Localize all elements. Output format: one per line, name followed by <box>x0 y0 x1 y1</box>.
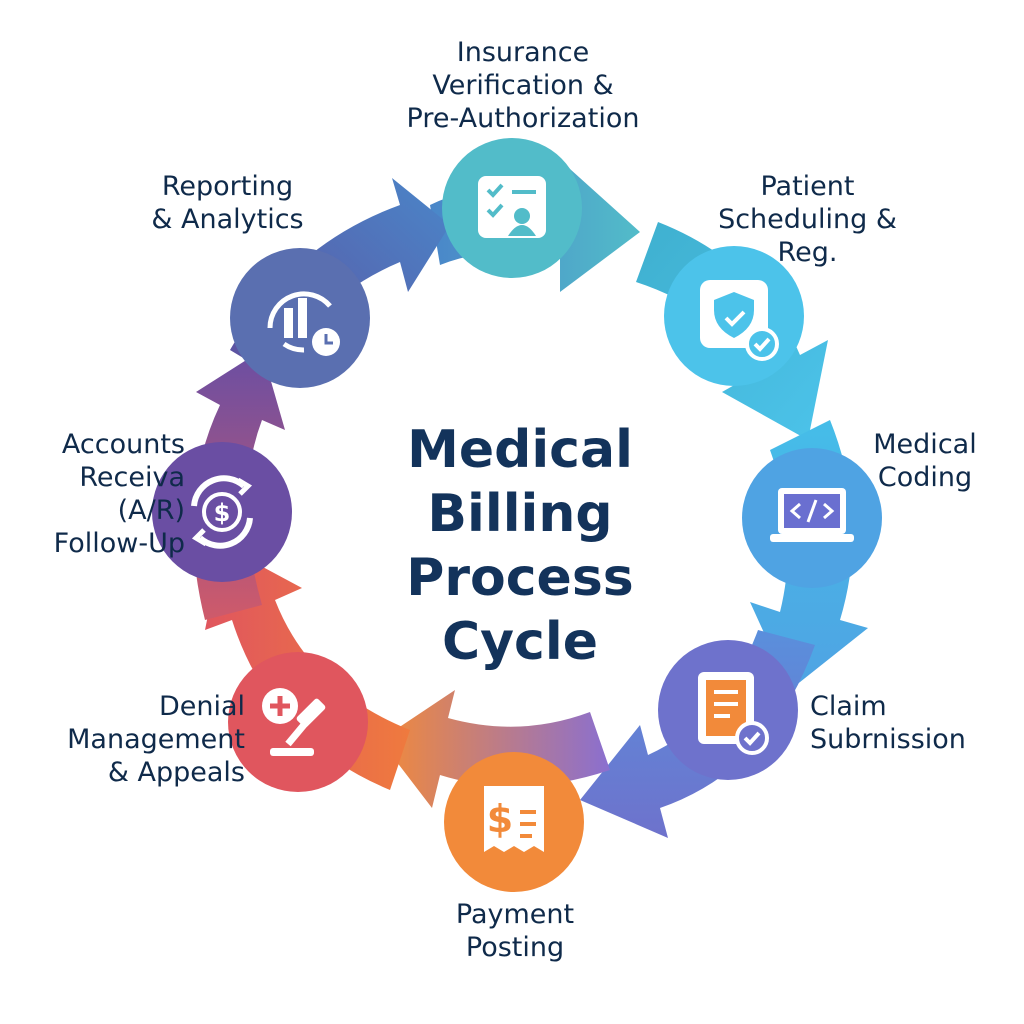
label-line: Denial <box>158 691 245 722</box>
laptop-code-icon <box>770 488 854 542</box>
label-line: & Appeals <box>107 757 245 788</box>
step-label-payment-posting: Payment Posting <box>420 898 610 964</box>
shield-check-icon <box>700 280 779 361</box>
diagram-title: Medical Billing Process Cycle <box>370 418 670 674</box>
step-label-denial-management: Denial Management & Appeals <box>30 690 245 789</box>
step-node-7: $ <box>152 442 292 582</box>
label-line: Coding <box>877 462 973 493</box>
step-node-1 <box>442 138 582 278</box>
bar-chart-clock-icon <box>267 291 340 356</box>
label-line: Claim <box>810 691 887 722</box>
step-label-reporting-analytics: Reporting & Analytics <box>120 170 335 236</box>
label-line: Insurance <box>456 37 590 68</box>
label-line: Receiva <box>79 462 185 493</box>
checklist-id-card-icon <box>478 176 546 238</box>
step-node-4 <box>658 640 798 780</box>
svg-text:$: $ <box>214 499 231 527</box>
step-node-5: $ <box>444 752 584 892</box>
step-circles: $$ <box>152 138 882 892</box>
label-line: Accounts <box>61 429 185 460</box>
label-line: Payment <box>455 899 575 930</box>
dollar-receipt-icon: $ <box>484 786 544 852</box>
step-node-6 <box>228 652 368 792</box>
label-line: Reporting <box>161 171 294 202</box>
step-node-2 <box>664 246 804 386</box>
document-check-icon <box>698 672 769 755</box>
step-label-insurance-verification: Insurance Verification & Pre-Authorizati… <box>378 36 668 135</box>
label-line: Follow-Up <box>53 528 185 559</box>
gavel-plus-icon <box>262 688 326 756</box>
title-line-4: Cycle <box>442 612 598 672</box>
step-label-medical-coding: Medical Coding <box>850 428 1000 494</box>
step-circle <box>228 652 368 792</box>
label-line: Scheduling & <box>718 204 897 235</box>
dollar-cycle-icon: $ <box>191 475 253 549</box>
step-node-8 <box>230 248 370 388</box>
label-line: & Analytics <box>151 204 304 235</box>
label-line: Management <box>67 724 245 755</box>
label-line: Verification & <box>432 70 614 101</box>
label-line: Patient <box>760 171 855 202</box>
step-node-3 <box>742 448 882 588</box>
title-line-2: Billing <box>427 484 613 544</box>
svg-text:$: $ <box>487 797 513 841</box>
label-line: Pre-Authorization <box>406 103 640 134</box>
label-line: Reg. <box>777 237 838 268</box>
label-line: Medical <box>873 429 977 460</box>
title-line-1: Medical <box>407 420 633 480</box>
label-line: Posting <box>465 932 565 963</box>
title-line-3: Process <box>406 548 634 608</box>
label-line: Subrnission <box>810 724 966 755</box>
label-line: (A/R) <box>117 495 185 526</box>
step-circle <box>152 442 292 582</box>
step-label-accounts-receivable: Accounts Receiva (A/R) Follow-Up <box>10 428 185 560</box>
step-label-claim-submission: Claim Subrnission <box>810 690 1010 756</box>
step-label-patient-scheduling: Patient Scheduling & Reg. <box>700 170 915 269</box>
